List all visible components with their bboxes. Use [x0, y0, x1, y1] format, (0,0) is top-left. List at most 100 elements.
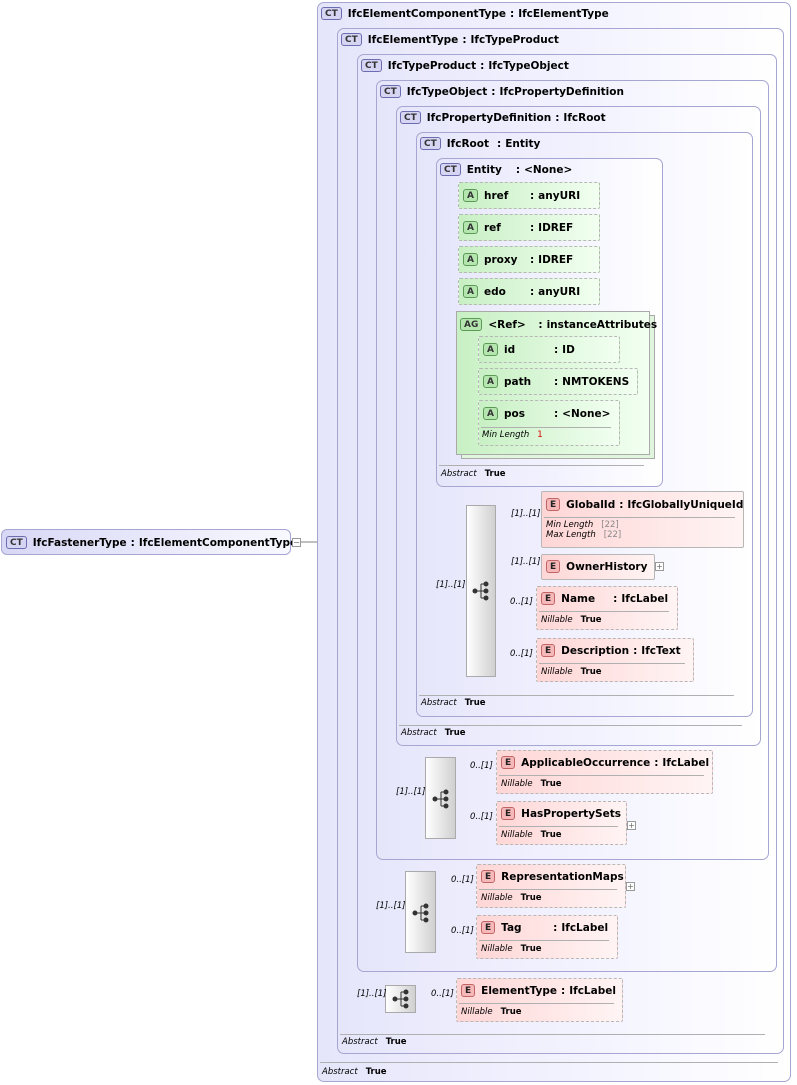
cardinality-label: 0..[1] — [510, 649, 533, 659]
colon-separator: : — [491, 85, 496, 98]
attribute-href[interactable]: A href : anyURI — [458, 182, 600, 209]
abstract-value: True — [464, 698, 486, 708]
expand-icon[interactable]: + — [655, 562, 664, 571]
abstract-label: Abstract — [322, 1067, 358, 1077]
ct-badge-icon: CT — [321, 7, 342, 20]
abstract-label: Abstract — [401, 728, 437, 738]
root-element-name: IfcFastenerType — [32, 536, 127, 549]
element-name-label: ApplicableOccurrence — [521, 756, 651, 769]
cardinality-label: [1]..[1] — [511, 557, 541, 567]
min-length-label: Min Length — [482, 430, 530, 440]
cardinality-label: 0..[1] — [470, 812, 493, 822]
container-name: IfcPropertyDefinition — [426, 111, 552, 124]
attribute-name: id — [503, 343, 516, 356]
cardinality-label: 0..[1] — [451, 926, 474, 936]
attribute-ref[interactable]: A ref : IDREF — [458, 214, 600, 241]
colon-separator: : — [462, 33, 467, 46]
attribute-name: path — [503, 375, 532, 388]
abstract-value: True — [484, 469, 506, 479]
attribute-name: edo — [483, 285, 506, 298]
attribute-badge-icon: A — [483, 343, 498, 356]
attribute-badge-icon: A — [483, 375, 498, 388]
collapse-icon[interactable]: − — [292, 538, 301, 547]
root-element-box[interactable]: CT IfcFastenerType : IfcElementComponent… — [1, 529, 297, 555]
element-name: GlobalId — [566, 498, 616, 511]
attribute-badge-icon: A — [463, 189, 478, 202]
nillable-label: Nillable — [501, 779, 533, 789]
attribute-name: proxy — [483, 253, 518, 266]
cardinality-label: [1]..[1] — [357, 989, 387, 999]
attribute-type: anyURI — [538, 285, 581, 298]
attribute-id[interactable]: A id : ID — [478, 336, 620, 363]
attribute-name: pos — [503, 407, 525, 420]
container-name: IfcElementType — [367, 33, 459, 46]
abstract-label: Abstract — [441, 469, 477, 479]
colon-separator: : — [553, 407, 559, 420]
element-badge-icon: E — [481, 870, 496, 883]
element-applicableoccurrence[interactable]: E ApplicableOccurrence : IfcLabel Nillab… — [496, 750, 713, 794]
attribute-type: anyURI — [538, 189, 581, 202]
attribute-type: IDREF — [538, 253, 574, 266]
attribute-group-name: <Ref> — [488, 318, 526, 331]
colon-separator: : — [654, 756, 659, 769]
colon-separator: : — [555, 111, 560, 124]
attribute-path[interactable]: A path : NMTOKENS — [478, 368, 638, 395]
element-type: IfcLabel — [569, 984, 616, 997]
sequence-icon — [392, 989, 410, 1012]
nillable-value: True — [520, 893, 542, 903]
element-type: IfcGloballyUniqueId — [627, 498, 744, 511]
element-name-label: ElementType — [481, 984, 558, 997]
attribute-edo[interactable]: A edo : anyURI — [458, 278, 600, 305]
expand-icon[interactable]: + — [627, 821, 636, 830]
attribute-badge-icon: A — [463, 253, 478, 266]
element-type: IfcLabel — [621, 592, 669, 605]
ct-badge-icon: CT — [361, 59, 382, 72]
element-globalid[interactable]: E GlobalId : IfcGloballyUniqueId Min Len… — [541, 491, 744, 548]
element-badge-icon: E — [541, 644, 556, 657]
element-name-label: Tag — [501, 921, 522, 934]
cardinality-label: [1]..[1] — [511, 509, 541, 519]
colon-separator: : — [529, 285, 535, 298]
cardinality-label: 0..[1] — [451, 875, 474, 885]
nillable-value: True — [500, 1007, 522, 1017]
element-name-label: Name — [561, 592, 596, 605]
nillable-label: Nillable — [541, 615, 573, 625]
nillable-value: True — [540, 830, 562, 840]
attribute-badge-icon: A — [463, 221, 478, 234]
colon-separator: : — [561, 984, 566, 997]
container-type: IfcRoot — [563, 111, 606, 124]
sequence-icon — [472, 581, 490, 604]
min-length-label: Min Length — [546, 520, 594, 530]
element-badge-icon: E — [541, 592, 556, 605]
attribute-group-badge-icon: AG — [460, 318, 483, 331]
sequence-icon — [432, 789, 450, 812]
element-badge-icon: E — [546, 498, 561, 511]
colon-separator: : — [130, 536, 135, 549]
nillable-value: True — [580, 615, 602, 625]
ct-badge-icon: CT — [380, 85, 401, 98]
colon-separator: : — [529, 253, 535, 266]
attribute-type: ID — [562, 343, 575, 356]
element-type: IfcLabel — [662, 756, 710, 769]
element-type: IfcText — [641, 644, 681, 657]
element-ownerhistory[interactable]: E OwnerHistory — [541, 554, 655, 580]
element-type: IfcLabel — [561, 921, 609, 934]
max-length-label: Max Length — [546, 530, 596, 540]
colon-separator: : — [633, 644, 638, 657]
container-name: IfcRoot — [446, 137, 489, 150]
attribute-badge-icon: A — [463, 285, 478, 298]
container-type: <None> — [524, 163, 573, 176]
element-badge-icon: E — [461, 984, 476, 997]
colon-separator: : — [480, 59, 485, 72]
ct-badge-icon: CT — [6, 536, 27, 549]
container-name: IfcTypeObject — [406, 85, 488, 98]
attribute-proxy[interactable]: A proxy : IDREF — [458, 246, 600, 273]
expand-icon[interactable]: + — [626, 882, 635, 891]
